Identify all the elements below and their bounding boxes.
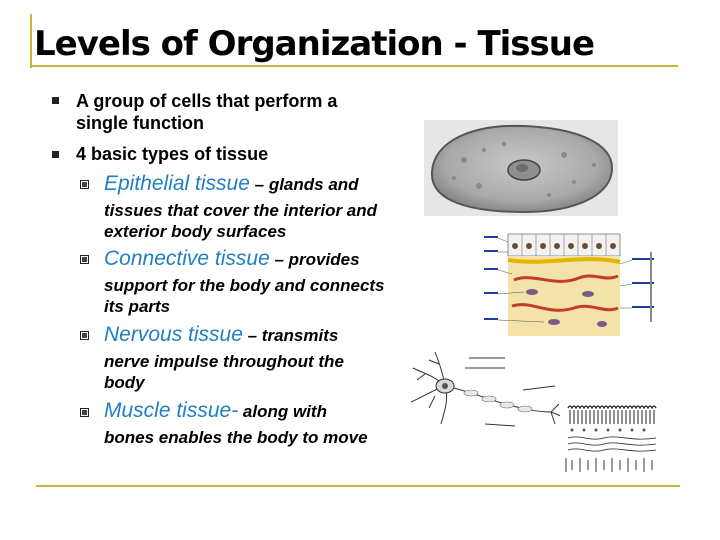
bullet-text: 4 basic types of tissue xyxy=(76,144,269,164)
subbullet-marker xyxy=(80,408,89,417)
title-rule-bottom xyxy=(30,65,678,67)
epithelial-cell-image xyxy=(424,120,618,216)
bullet-marker xyxy=(52,97,59,104)
neuron-image xyxy=(405,346,563,438)
footer-rule xyxy=(36,485,680,487)
muscle-tissue-image xyxy=(560,402,664,474)
bullet-marker xyxy=(52,151,59,158)
title-rule-left xyxy=(30,14,32,68)
subbullet-epithelial: Epithelial tissue – glands and tissues t… xyxy=(104,172,378,241)
subbullet-marker xyxy=(80,255,89,264)
subbullet-connective: Connective tissue – provides support for… xyxy=(104,247,385,316)
subbullet-marker xyxy=(80,180,89,189)
subbullet-muscle: Muscle tissue- along with bones enables … xyxy=(104,399,368,447)
bullet-text: A group of cells that perform a single f… xyxy=(76,91,338,133)
slide-title: Levels of Organization - Tissue xyxy=(34,24,595,64)
subbullet-marker xyxy=(80,331,89,340)
subbullet-nervous: Nervous tissue – transmits nerve impulse… xyxy=(104,323,344,392)
connective-tissue-image xyxy=(484,224,660,346)
